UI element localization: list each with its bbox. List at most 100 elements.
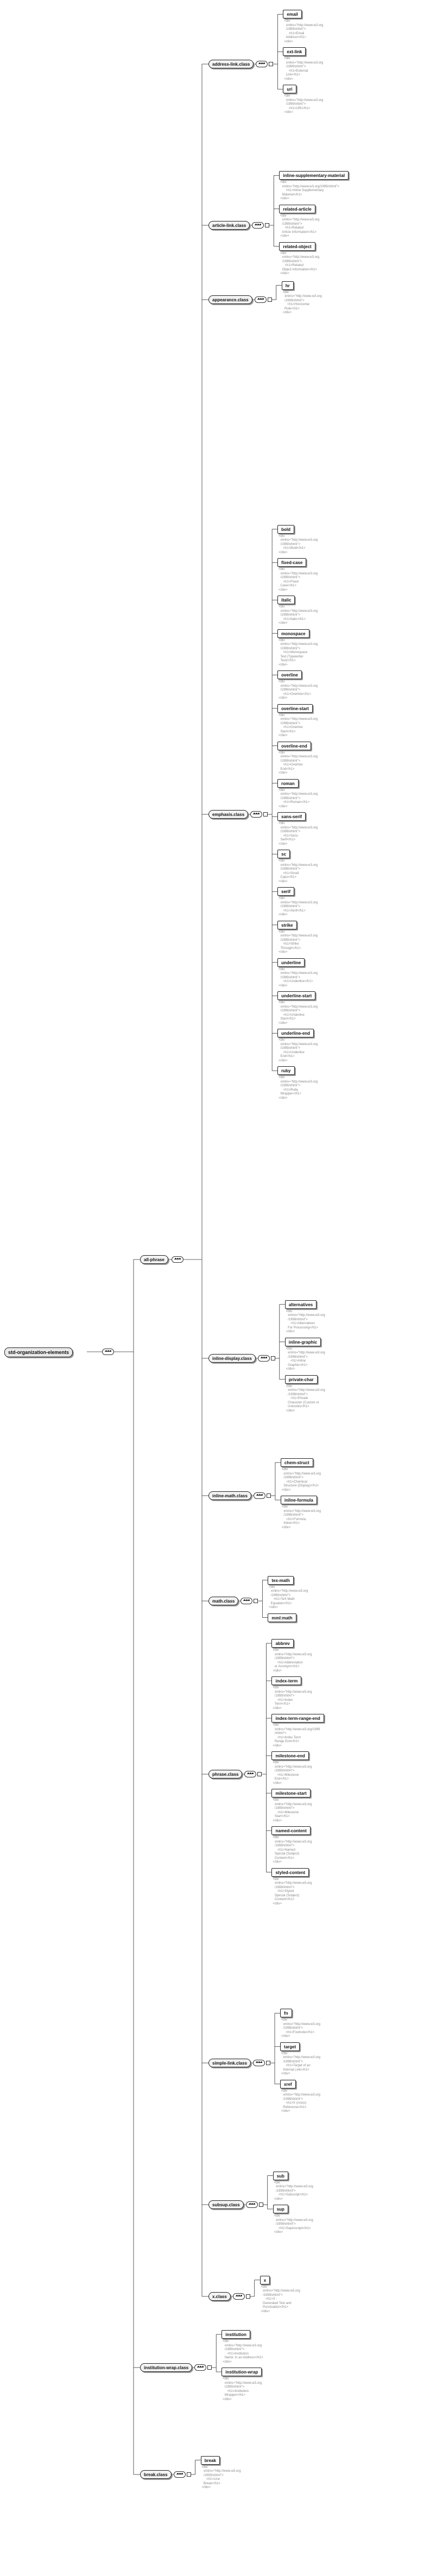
sequence-compositor-icon (172, 1256, 183, 1263)
expand-connector-icon (267, 298, 272, 302)
group-node-appearance-class[interactable]: appearance.class (208, 295, 252, 304)
sequence-compositor-icon (256, 61, 268, 67)
documentation-note: <div xmlns="http://www.w3.org /1999/xhtm… (279, 1001, 318, 1025)
element-node-serif[interactable]: serif (277, 887, 295, 896)
element-node-x[interactable]: x (260, 2275, 270, 2284)
expand-connector-icon (257, 1772, 262, 1776)
documentation-note: <div xmlns="http://www.w3.org /1999/xhtm… (279, 680, 318, 700)
element-node-sans-serif[interactable]: sans-serif (277, 812, 306, 821)
element-node-milestone-start[interactable]: milestone-start (271, 1789, 311, 1797)
element-node-named-content[interactable]: named-content (271, 1826, 311, 1835)
element-node-uri[interactable]: uri (283, 85, 296, 94)
element-node-abbrev[interactable]: abbrev (271, 1639, 294, 1648)
expand-connector-icon (269, 62, 274, 66)
element-node-private-char[interactable]: private-char (284, 1375, 318, 1384)
element-node-styled-content[interactable]: styled-content (271, 1868, 309, 1877)
element-node-ruby[interactable]: ruby (277, 1066, 295, 1075)
element-node-mml-math[interactable]: mml:math (268, 1613, 296, 1622)
element-node-roman[interactable]: roman (277, 779, 299, 788)
documentation-note: <div xmlns="http://www.w3.org /1999/xhtm… (286, 1347, 325, 1371)
documentation-note: <div xmlns="http://www.w3.org /1999/xhtm… (269, 1585, 308, 1610)
element-node-overline-start[interactable]: overline-start (277, 704, 313, 713)
documentation-note: <div xmlns="http://www.w3.org /1999/xhtm… (279, 1039, 318, 1062)
sequence-compositor-icon (241, 1598, 253, 1604)
element-node-fixed-case[interactable]: fixed-case (277, 558, 307, 567)
group-node-institution-wrap-class[interactable]: institution-wrap.class (140, 2363, 193, 2372)
element-node-underline[interactable]: underline (277, 958, 305, 967)
group-node-subsup-class[interactable]: subsup.class (208, 2200, 244, 2209)
sequence-compositor-icon (244, 1771, 257, 1777)
element-node-overline-end[interactable]: overline-end (277, 741, 311, 750)
documentation-note: <div xmlns="http://www.w3.org /1999/xhtm… (281, 1505, 321, 1529)
documentation-note: <div xmlns="http://www.w3.org /1999/xhtm… (201, 2465, 241, 2490)
documentation-note: <div xmlns="http://www.w3.org /1999/xhtm… (281, 2052, 321, 2076)
group-node-article-link-class[interactable]: article-link.class (208, 221, 250, 230)
expand-connector-icon (265, 223, 270, 227)
documentation-note: <div xmlns="http://www.w3.org /1999/xhtm… (281, 1468, 321, 1492)
element-node-fn[interactable]: fn (280, 2009, 292, 2018)
documentation-note: <div xmlns="http://www.w3.org /1999/xhtm… (279, 859, 318, 883)
element-node-target[interactable]: target (280, 2042, 300, 2051)
element-node-ext-link[interactable]: ext-link (283, 47, 306, 56)
documentation-note: <div xmlns="http://www.w3.org /1999/xhtm… (261, 2285, 300, 2313)
element-node-strike[interactable]: strike (277, 920, 297, 929)
documentation-note: <div xmlns="http://www.w3.org /1999/xhtm… (273, 1836, 312, 1864)
element-node-sc[interactable]: sc (277, 850, 290, 859)
group-node-phrase-class[interactable]: phrase.class (208, 1770, 243, 1778)
element-node-break[interactable]: break (200, 2455, 220, 2465)
group-node-math-class[interactable]: math.class (208, 1597, 239, 1605)
expand-connector-icon (266, 1493, 271, 1498)
sequence-compositor-icon (257, 1355, 270, 1362)
expand-connector-icon (254, 1599, 258, 1603)
element-node-related-object[interactable]: related-object (279, 242, 315, 251)
element-node-institution[interactable]: institution (222, 2330, 250, 2339)
element-node-institution-wrap[interactable]: institution-wrap (222, 2368, 262, 2376)
documentation-note: <div xmlns="http://www.w3.org /1999/xhtm… (273, 1686, 312, 1710)
documentation-note: <div xmlns="http://www.w3.org /1999/xhtm… (274, 2181, 313, 2201)
element-node-sup[interactable]: sup (273, 2205, 288, 2213)
group-node-emphasis-class[interactable]: emphasis.class (208, 810, 249, 819)
group-node-x-class[interactable]: x.class (208, 2292, 231, 2301)
element-node-inline-supplementary-material[interactable]: inline-supplementary-material (279, 171, 349, 180)
element-node-inline-formula[interactable]: inline-formula (280, 1496, 317, 1504)
element-node-related-article[interactable]: related-article (279, 204, 315, 213)
group-node-simple-link-class[interactable]: simple-link.class (208, 2059, 251, 2067)
element-node-index-term-range-end[interactable]: index-term-range-end (271, 1714, 324, 1723)
element-node-index-term[interactable]: index-term (271, 1676, 302, 1685)
element-node-monospace[interactable]: monospace (277, 629, 309, 638)
sequence-compositor-icon (194, 2364, 207, 2371)
element-node-tex-math[interactable]: tex-math (268, 1575, 294, 1585)
element-node-sub[interactable]: sub (273, 2171, 288, 2180)
group-node-address-link-class[interactable]: address-link.class (208, 60, 254, 68)
expand-connector-icon (186, 2472, 191, 2477)
expand-connector-icon (245, 2294, 250, 2299)
element-node-email[interactable]: email (283, 10, 302, 19)
documentation-note: <div xmlns="http://www.w3.org /1999/xhtm… (273, 1761, 312, 1785)
element-node-alternatives[interactable]: alternatives (284, 1300, 317, 1309)
element-node-bold[interactable]: bold (277, 524, 295, 534)
group-node-inline-display-class[interactable]: inline-display.class (208, 1354, 256, 1363)
documentation-note: <div xmlns="http://www.w3.org /1999/xhtm… (279, 822, 318, 846)
element-node-xref[interactable]: xref (280, 2079, 296, 2088)
expand-connector-icon (207, 2365, 212, 2370)
element-node-italic[interactable]: italic (277, 596, 295, 605)
element-node-overline[interactable]: overline (277, 670, 302, 680)
element-node-underline-end[interactable]: underline-end (277, 1029, 314, 1038)
element-node-inline-graphic[interactable]: inline-graphic (284, 1337, 321, 1346)
element-node-chem-struct[interactable]: chem-struct (280, 1458, 313, 1467)
element-node-milestone-end[interactable]: milestone-end (271, 1751, 309, 1760)
documentation-note: <div xmlns="http://www.w3.org /1999/xhtm… (281, 2089, 321, 2113)
group-node-inline-math-class[interactable]: inline-math.class (208, 1491, 251, 1500)
documentation-note: <div xmlns="http://www.w3.org/1999/xhtml… (280, 181, 339, 201)
documentation-note: <div xmlns="http://www.w3.org /1999/xhtm… (279, 534, 318, 554)
element-node-hr[interactable]: hr (281, 281, 294, 290)
documentation-note: <div xmlns="http://www.w3.org /1999/xhtm… (279, 897, 318, 917)
documentation-note: <div xmlns="http://www.w3.org /1999/xhtm… (281, 2018, 321, 2039)
element-node-underline-start[interactable]: underline-start (277, 991, 316, 1001)
root-element-node[interactable]: std-organization-elements (4, 1347, 73, 1357)
sequence-compositor-icon (253, 1492, 265, 1499)
documentation-note: <div xmlns="http://www.w3.org /1999/xhtm… (286, 1384, 325, 1413)
all-phrase-group-node[interactable]: all-phrase (140, 1255, 168, 1264)
group-node-break-class[interactable]: break.class (140, 2470, 172, 2479)
documentation-note: <div xmlns="http://www.w3.org /1999/xhtm… (279, 930, 318, 954)
